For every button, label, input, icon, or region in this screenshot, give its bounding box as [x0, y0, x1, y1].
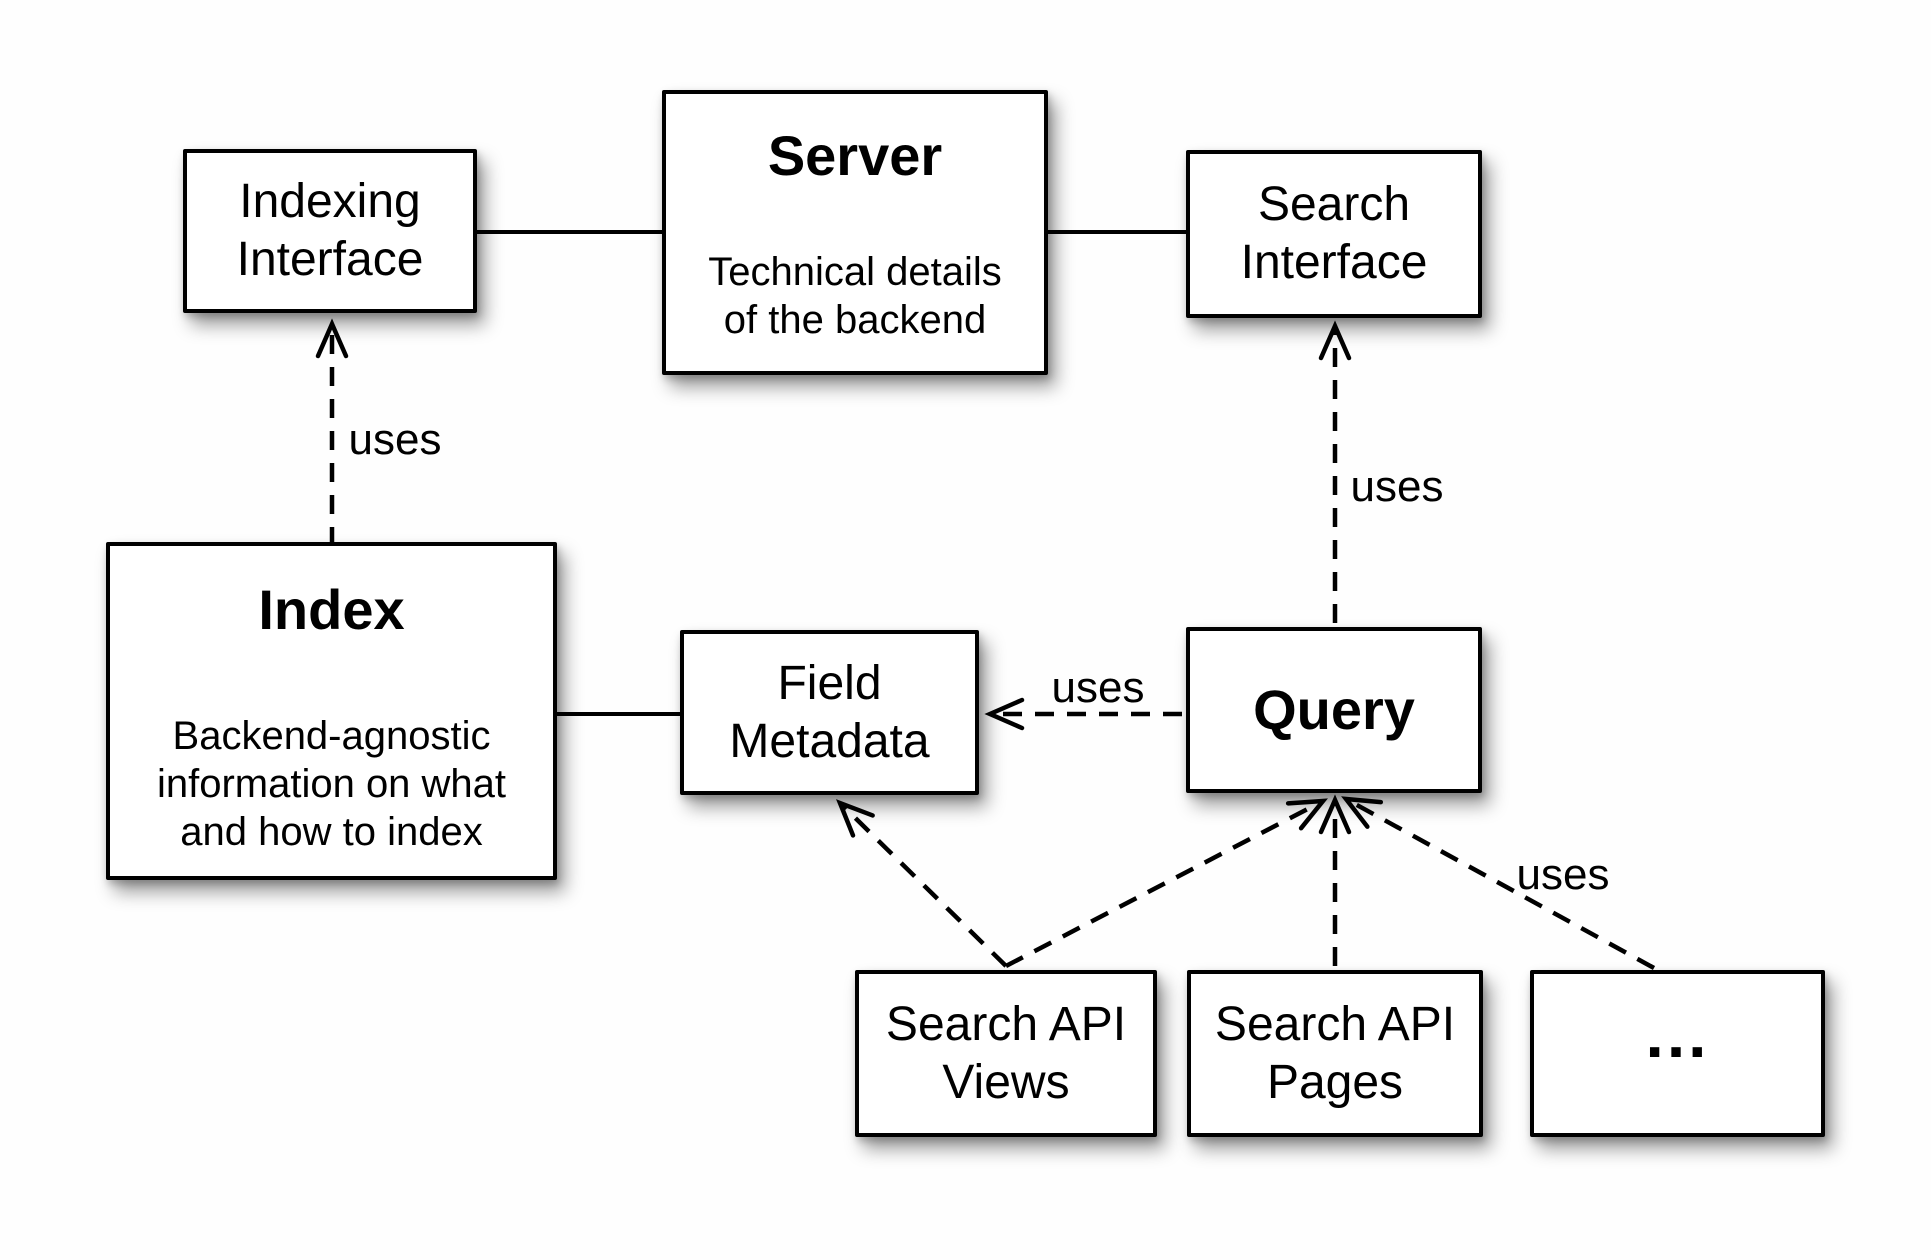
search-api-pages-label: Search API Pages — [1214, 997, 1456, 1109]
node-server: Server Technical details of the backend — [662, 90, 1048, 375]
arrow-more-uses-query — [1341, 796, 1656, 970]
arrow-views-uses-query — [1004, 798, 1328, 968]
indexing-interface-label: Indexing Interface — [236, 175, 424, 286]
edge-label-uses-query-field-metadata: uses — [1051, 663, 1145, 712]
index-title: Index — [258, 578, 405, 641]
server-title: Server — [767, 124, 943, 187]
node-search-api-pages: Search API Pages — [1187, 970, 1483, 1137]
node-query: Query — [1186, 627, 1482, 793]
node-more-consumers: ... — [1530, 970, 1825, 1137]
arrow-views-uses-field-metadata — [835, 799, 1008, 968]
edge-label-uses-index: uses — [348, 415, 442, 464]
node-index: Index Backend-agnostic information on wh… — [106, 542, 557, 880]
node-search-api-views: Search API Views — [855, 970, 1157, 1137]
node-search-interface: Search Interface — [1186, 150, 1482, 318]
edge-label-uses-more-query: uses — [1516, 850, 1610, 899]
edge-label-uses-query-search-interface: uses — [1350, 462, 1444, 511]
node-field-metadata: Field Metadata — [680, 630, 979, 795]
index-description: Backend-agnostic information on what and… — [156, 714, 507, 854]
server-description: Technical details of the backend — [708, 250, 1002, 342]
node-indexing-interface: Indexing Interface — [183, 149, 477, 313]
query-title: Query — [1253, 678, 1415, 741]
search-api-views-label: Search API Views — [885, 997, 1127, 1109]
search-interface-label: Search Interface — [1240, 178, 1428, 289]
more-consumers-label: ... — [1645, 996, 1710, 1071]
field-metadata-label: Field Metadata — [729, 656, 930, 768]
